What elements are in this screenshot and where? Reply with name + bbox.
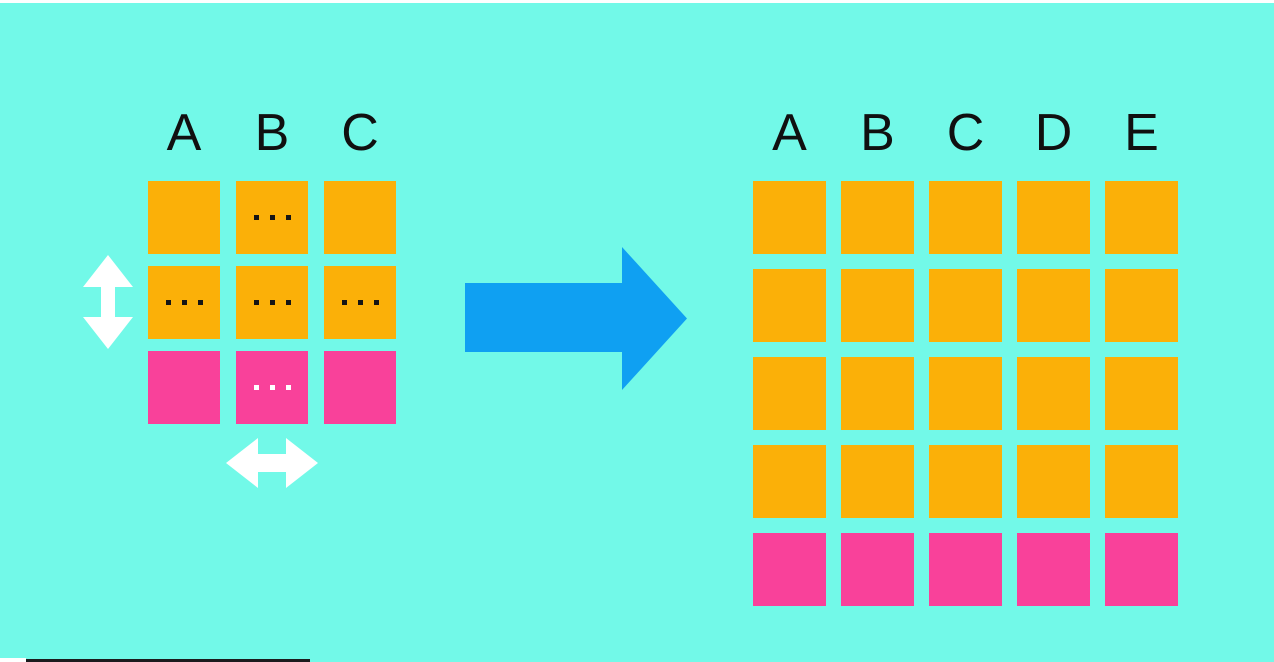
ellipsis-dot: [197, 300, 203, 305]
grid-cell-orange-ellipsis: [148, 266, 220, 339]
grid-cell-orange-ellipsis: [324, 266, 396, 339]
grid-cell-orange: [753, 445, 826, 518]
ellipsis-dot: [165, 300, 171, 305]
grid-cell-orange: [1017, 445, 1090, 518]
left-grid: [148, 181, 396, 424]
expand-columns-arrow-icon: [226, 438, 318, 488]
grid-cell-orange: [1017, 181, 1090, 254]
expand-rows-arrow-icon: [83, 255, 133, 349]
column-label-C: C: [946, 104, 985, 162]
ellipsis-dot: [285, 385, 291, 390]
ellipsis-dot: [373, 300, 379, 305]
top-edge-strip: [0, 0, 1274, 3]
ellipsis-dot: [253, 300, 259, 305]
grid-cell-orange: [1105, 445, 1178, 518]
ellipsis-dot: [341, 300, 347, 305]
grid-cell-pink-ellipsis: [236, 351, 308, 424]
grid-cell-pink: [1017, 533, 1090, 606]
column-label-B: B: [860, 104, 895, 162]
bottom-edge-strip: [26, 659, 310, 662]
grid-cell-orange: [753, 269, 826, 342]
column-label-A: A: [772, 104, 807, 162]
bottom-left-edge-strip: [0, 658, 26, 662]
ellipsis-dot: [253, 215, 259, 220]
grid-cell-pink: [324, 351, 396, 424]
grid-cell-orange: [148, 181, 220, 254]
grid-cell-orange: [753, 181, 826, 254]
grid-cell-pink: [929, 533, 1002, 606]
column-label-A: A: [166, 104, 202, 162]
grid-cell-orange: [753, 357, 826, 430]
grid-cell-orange-ellipsis: [236, 266, 308, 339]
column-label-D: D: [1034, 104, 1073, 162]
ellipsis-dot: [285, 300, 291, 305]
ellipsis-dot: [269, 300, 275, 305]
ellipsis-dot: [253, 385, 259, 390]
right-grid: [753, 181, 1178, 606]
grid-cell-orange: [841, 357, 914, 430]
transform-right-arrow-icon: [465, 247, 687, 390]
grid-cell-pink: [1105, 533, 1178, 606]
column-label-B: B: [254, 104, 290, 162]
grid-cell-pink: [148, 351, 220, 424]
grid-cell-pink: [753, 533, 826, 606]
ellipsis-dot: [269, 215, 275, 220]
grid-cell-orange-ellipsis: [236, 181, 308, 254]
grid-cell-orange: [929, 445, 1002, 518]
column-label-C: C: [341, 104, 379, 162]
ellipsis-dot: [357, 300, 363, 305]
grid-cell-orange: [1105, 181, 1178, 254]
grid-cell-orange: [1105, 269, 1178, 342]
column-label-E: E: [1124, 104, 1159, 162]
ellipsis-dot: [181, 300, 187, 305]
grid-cell-orange: [1017, 357, 1090, 430]
grid-cell-orange: [841, 445, 914, 518]
grid-cell-orange: [929, 269, 1002, 342]
grid-cell-orange: [841, 181, 914, 254]
grid-cell-orange: [1105, 357, 1178, 430]
grid-cell-orange: [929, 357, 1002, 430]
grid-cell-orange: [1017, 269, 1090, 342]
ellipsis-dot: [285, 215, 291, 220]
grid-cell-orange: [841, 269, 914, 342]
grid-cell-pink: [841, 533, 914, 606]
ellipsis-dot: [269, 385, 275, 390]
grid-cell-orange: [324, 181, 396, 254]
grid-cell-orange: [929, 181, 1002, 254]
